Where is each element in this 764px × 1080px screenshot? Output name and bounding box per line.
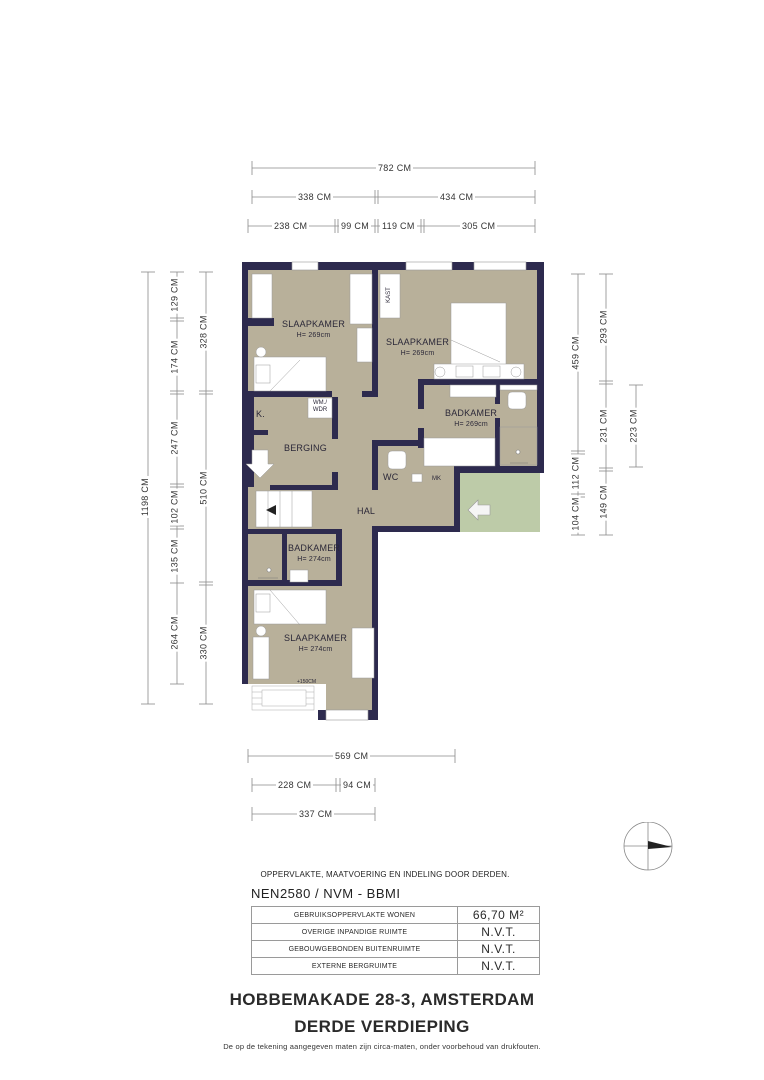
- label-sill-height: +150CM: [297, 679, 317, 685]
- room-badkamer-1-name: BADKAMER: [445, 408, 498, 418]
- room-slaapkamer-1-name: SLAAPKAMER: [282, 319, 346, 329]
- room-slaapkamer-2-height: H= 269cm: [400, 350, 435, 357]
- room-slaapkamer-2: SLAAPKAMER H= 269cm: [386, 337, 449, 359]
- room-badkamer-2-height: H= 274cm: [297, 556, 331, 563]
- area-value: N.V.T.: [457, 957, 540, 975]
- room-badkamer-1-height: H= 269cm: [454, 421, 488, 428]
- table-row: OVERIGE INPANDIGE RUIMTE N.V.T.: [251, 923, 540, 941]
- dim-top-338: 338 CM: [296, 192, 334, 202]
- room-slaapkamer-3: SLAAPKAMER H= 274cm: [284, 633, 347, 655]
- address-title: HOBBEMAKADE 28-3, AMSTERDAM: [229, 990, 535, 1009]
- label-kast: KAST: [385, 287, 392, 303]
- area-table: GEBRUIKSOPPERVLAKTE WONEN 66,70 M² OVERI…: [251, 906, 540, 975]
- label-wm-wdr: WM./ WDR: [312, 400, 328, 413]
- dim-top-238: 238 CM: [272, 221, 310, 231]
- table-row: GEBRUIKSOPPERVLAKTE WONEN 66,70 M²: [251, 906, 540, 924]
- room-badkamer-2-name: BADKAMER: [288, 543, 341, 553]
- dim-top-434: 434 CM: [438, 192, 476, 202]
- dim-bottom-228: 228 CM: [276, 780, 314, 790]
- room-slaapkamer-3-height: H= 274cm: [298, 646, 333, 653]
- area-label: GEBRUIKSOPPERVLAKTE WONEN: [251, 906, 458, 924]
- area-value: N.V.T.: [457, 923, 540, 941]
- area-value: 66,70 M²: [457, 906, 540, 924]
- room-badkamer-1: BADKAMER H= 269cm: [445, 408, 497, 430]
- area-value: N.V.T.: [457, 940, 540, 958]
- room-badkamer-2: BADKAMER H= 274cm: [288, 543, 340, 565]
- dim-top-total: 782 CM: [376, 163, 414, 173]
- standard-label: NEN2580 / NVM - BBMI: [251, 886, 401, 901]
- balcony: [460, 473, 540, 532]
- room-hal: HAL: [357, 506, 376, 516]
- room-k: K.: [256, 409, 265, 419]
- dim-bottom-337: 337 CM: [297, 809, 335, 819]
- room-slaapkamer-2-name: SLAAPKAMER: [386, 337, 450, 347]
- entrance-arrow-icon: [467, 499, 491, 521]
- room-wc: WC: [383, 472, 399, 482]
- table-row: GEBOUWGEBONDEN BUITENRUIMTE N.V.T.: [251, 940, 540, 958]
- dim-bottom-94: 94 CM: [341, 780, 374, 790]
- area-label: OVERIGE INPANDIGE RUIMTE: [251, 923, 458, 941]
- dim-top-305: 305 CM: [460, 221, 498, 231]
- north-arrow-icon: [623, 822, 673, 871]
- disclaimer: De op de tekening aangegeven maten zijn …: [223, 1042, 541, 1051]
- dim-top-99: 99 CM: [339, 221, 372, 231]
- room-slaapkamer-1: SLAAPKAMER H= 269cm: [282, 319, 345, 341]
- room-slaapkamer-1-height: H= 269cm: [296, 332, 331, 339]
- table-row: EXTERNE BERGRUIMTE N.V.T.: [251, 957, 540, 975]
- dim-top-119: 119 CM: [380, 221, 417, 231]
- measurement-note: OPPERVLAKTE, MAATVOERING EN INDELING DOO…: [260, 870, 510, 879]
- dim-bottom-total: 569 CM: [333, 751, 371, 761]
- area-label: EXTERNE BERGRUIMTE: [251, 957, 458, 975]
- label-mk: MK: [432, 476, 441, 482]
- floor-title: DERDE VERDIEPING: [294, 1017, 470, 1036]
- room-berging: BERGING: [284, 443, 327, 453]
- room-slaapkamer-3-name: SLAAPKAMER: [284, 633, 348, 643]
- area-label: GEBOUWGEBONDEN BUITENRUIMTE: [251, 940, 458, 958]
